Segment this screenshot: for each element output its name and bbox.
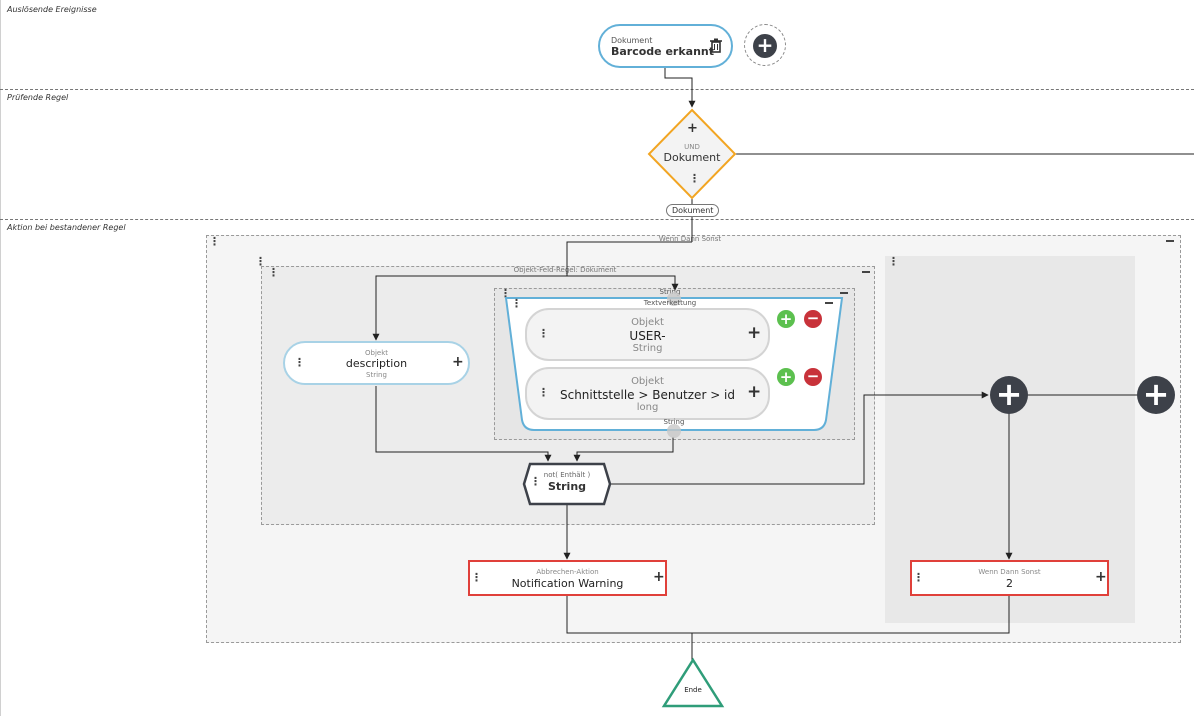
plus-icon[interactable]: +: [452, 354, 464, 370]
plus-icon[interactable]: +: [653, 569, 665, 585]
not-contains-node[interactable]: not( Enthält ) String: [522, 471, 612, 494]
lane-label-action: Aktion bei bestandener Regel: [7, 223, 126, 232]
wds-node-title: 2: [1006, 577, 1013, 590]
description-node-title: description: [345, 357, 408, 370]
more-vertical-icon[interactable]: ⋮: [500, 287, 511, 300]
add-circle-icon[interactable]: +: [777, 310, 795, 328]
trigger-node-type: Dokument: [611, 36, 653, 45]
trigger-node-title: Barcode erkannt: [611, 45, 715, 58]
more-vertical-icon[interactable]: ⋮: [530, 475, 541, 488]
collapse-minus-icon[interactable]: [1166, 240, 1174, 242]
left-border: [0, 0, 1, 716]
user-node-type: Objekt: [631, 317, 664, 328]
lane-separator-1: [0, 89, 1194, 90]
add-circle-icon[interactable]: +: [1137, 376, 1175, 414]
rule-diamond-shape[interactable]: [647, 108, 737, 200]
schnittstelle-node[interactable]: Objekt Schnittstelle > Benutzer > id lon…: [525, 367, 770, 420]
cancel-action-node[interactable]: Abbrechen-Aktion Notification Warning: [468, 560, 667, 596]
more-vertical-icon[interactable]: ⋮: [511, 297, 522, 310]
trigger-node[interactable]: Dokument Barcode erkannt: [598, 24, 733, 68]
collapse-minus-icon[interactable]: [862, 271, 870, 273]
collapse-minus-icon[interactable]: [840, 292, 848, 294]
add-circle-icon[interactable]: +: [990, 376, 1028, 414]
plus-icon[interactable]: +: [747, 323, 762, 343]
plus-icon[interactable]: +: [687, 121, 698, 136]
user-node-title: USER-: [629, 329, 666, 343]
collapse-minus-icon[interactable]: [825, 302, 833, 304]
remove-circle-icon[interactable]: −: [804, 310, 822, 328]
rule-node-type: UND: [684, 143, 700, 151]
more-vertical-icon[interactable]: ⋮: [689, 172, 700, 185]
wds-node[interactable]: Wenn Dann Sonst 2: [910, 560, 1109, 596]
not-contains-shape[interactable]: [522, 462, 612, 506]
cancel-action-type: Abbrechen-Aktion: [536, 568, 599, 576]
end-node-label: Ende: [684, 686, 702, 694]
add-circle-icon[interactable]: +: [777, 368, 795, 386]
connector-dot[interactable]: [667, 292, 681, 306]
lane-label-triggers: Auslösende Ereignisse: [7, 5, 97, 14]
schnittstelle-node-title: Schnittstelle > Benutzer > id: [559, 388, 736, 402]
lane-label-check-rule: Prüfende Regel: [7, 93, 69, 102]
cancel-action-title: Notification Warning: [511, 577, 624, 590]
objekt-feld-regel-caption: Objekt-Feld-Regel: Dokument: [513, 266, 617, 274]
schnittstelle-node-type: Objekt: [631, 376, 664, 387]
description-node[interactable]: Objekt description String: [283, 341, 470, 385]
more-vertical-icon[interactable]: ⋮: [888, 255, 899, 268]
rule-node[interactable]: UND Dokument: [647, 143, 737, 165]
rule-node-title: Dokument: [663, 151, 721, 164]
wds-node-type: Wenn Dann Sonst: [978, 568, 1041, 576]
rule-output-label: Dokument: [666, 204, 720, 217]
wenn-dann-sonst-caption: Wenn Dann Sonst: [658, 235, 722, 243]
textverkettung-bottom-label: String: [663, 418, 685, 426]
not-contains-title: String: [547, 480, 587, 493]
connector-dot[interactable]: [667, 424, 681, 438]
remove-circle-icon[interactable]: −: [804, 368, 822, 386]
more-vertical-icon[interactable]: ⋮: [294, 356, 305, 369]
more-vertical-icon[interactable]: ⋮: [209, 235, 220, 248]
not-contains-type: not( Enthält ): [543, 471, 591, 479]
trash-icon[interactable]: [709, 38, 723, 53]
user-node-subtype: String: [632, 343, 663, 354]
description-node-type: Objekt: [364, 349, 388, 357]
more-vertical-icon[interactable]: ⋮: [538, 386, 549, 399]
textverkettung-caption: Textverkettung: [643, 299, 697, 307]
plus-icon[interactable]: +: [747, 382, 762, 402]
more-vertical-icon[interactable]: ⋮: [913, 571, 924, 584]
more-vertical-icon[interactable]: ⋮: [268, 266, 279, 279]
end-node-shape[interactable]: [661, 657, 725, 709]
more-vertical-icon[interactable]: ⋮: [255, 255, 266, 268]
more-vertical-icon[interactable]: ⋮: [538, 327, 549, 340]
plus-icon[interactable]: +: [1095, 569, 1107, 585]
add-trigger-slot[interactable]: [744, 24, 786, 66]
description-node-subtype: String: [366, 371, 387, 379]
add-circle-icon[interactable]: +: [753, 34, 777, 58]
more-vertical-icon[interactable]: ⋮: [471, 571, 482, 584]
user-node[interactable]: Objekt USER- String: [525, 308, 770, 361]
lane-separator-2: [0, 219, 1194, 220]
schnittstelle-node-subtype: long: [636, 402, 659, 413]
